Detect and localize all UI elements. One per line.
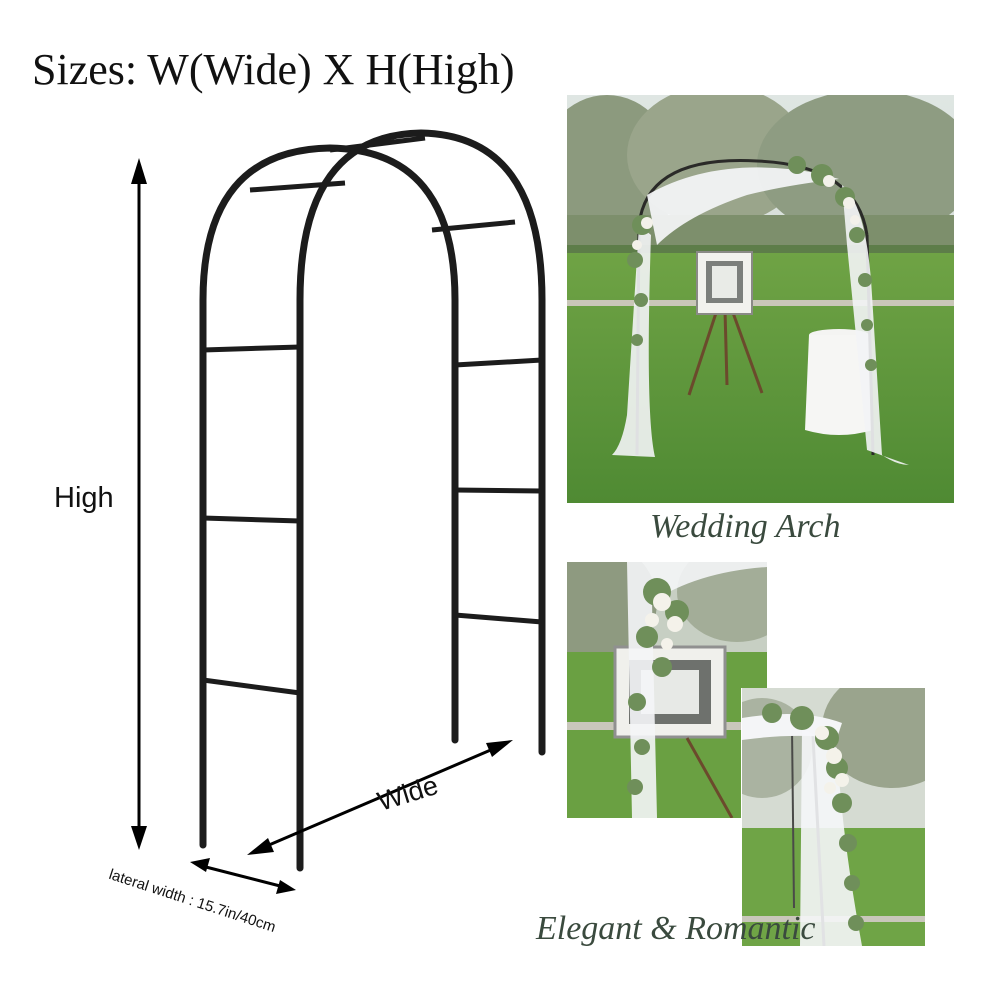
crossbar — [202, 677, 301, 696]
back-arch-frame — [199, 144, 459, 849]
crossbar — [329, 135, 426, 153]
crossbar — [454, 487, 543, 494]
page-title: Sizes: W(Wide) X H(High) — [32, 45, 515, 94]
arch-diagram — [131, 129, 546, 894]
crossbar — [431, 219, 516, 233]
crossbar — [454, 357, 543, 368]
crossbar — [202, 344, 301, 353]
crossbar — [202, 515, 301, 524]
front-arch-frame — [296, 129, 546, 872]
floral-detail-photo — [567, 562, 767, 818]
high-label: High — [54, 482, 114, 514]
lateral-arrow — [190, 858, 296, 894]
wedding-arch-photo — [567, 95, 954, 503]
arch-corner-photo — [742, 688, 925, 946]
high-arrow — [131, 158, 147, 850]
wide-arrow — [247, 740, 513, 855]
crossbar — [249, 180, 346, 193]
elegant-romantic-caption: Elegant & Romantic — [536, 910, 816, 947]
wedding-arch-caption: Wedding Arch — [650, 508, 841, 545]
crossbar — [454, 612, 543, 625]
